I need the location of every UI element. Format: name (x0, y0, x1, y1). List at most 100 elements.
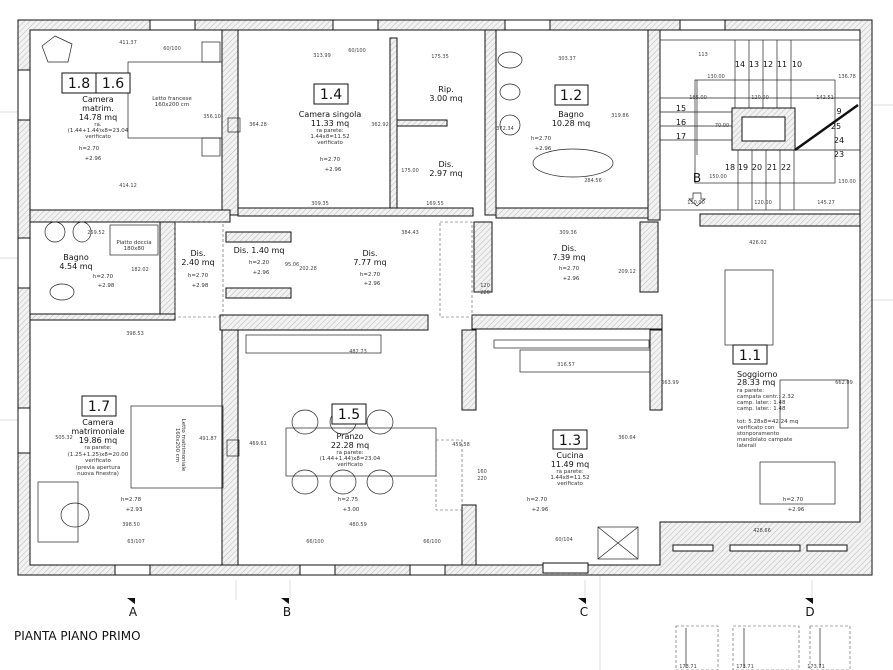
dimension: 662.09 (835, 380, 853, 386)
plan-title: PIANTA PIANO PRIMO (14, 629, 141, 643)
room-name: matrim. (82, 104, 114, 113)
shower-tray (109, 224, 159, 256)
room-name: Dis. 1.40 mq (234, 246, 285, 255)
room-number: 1.2 (560, 88, 582, 104)
room-number: 1.8 (68, 76, 90, 92)
room-note: 1.44x8=11.52 (550, 475, 589, 481)
room-1-4: 1.4 Camera singola 11.33 mq ra parete: 1… (299, 83, 361, 173)
step-number: 20 (752, 163, 762, 172)
room-height: h=2.70 (783, 497, 804, 503)
room-height: h=2.70 (79, 146, 100, 152)
windows[interactable] (17, 19, 848, 576)
dimension: 303.37 (558, 56, 576, 62)
dimension: 482.73 (349, 349, 367, 355)
room-bagno-4-54: Bagno 4.54 mq h=2.70 +2.98 Piatto doccia… (59, 240, 151, 289)
dimension: 220 (480, 290, 490, 296)
room-note: ra parete: (84, 445, 111, 451)
dimension: 173.71 (807, 664, 825, 670)
step-number: 12 (763, 60, 773, 69)
room-height: h=2.70 (531, 136, 552, 142)
dimension: 95.06 (285, 262, 299, 268)
dimension: 169.55 (426, 201, 444, 207)
room-area: 2.97 mq (429, 169, 462, 178)
room-disimpegno-7-39: Dis. 7.39 mq h=2.70 +2.96 (552, 244, 585, 282)
arrow-down-icon (688, 192, 706, 207)
interior-walls (29, 29, 861, 566)
room-note: mandolato campate (737, 437, 793, 443)
room-elevation: +2.96 (253, 270, 270, 276)
step-number: 13 (749, 60, 759, 69)
dimension: 480.59 (349, 522, 367, 528)
detail-boxes (675, 625, 851, 670)
living-table (759, 461, 836, 505)
room-area: 14.78 mq (79, 113, 117, 122)
room-note: verificato (337, 462, 363, 468)
reference-grid (0, 104, 893, 670)
shower-label: 180x80 (124, 246, 145, 252)
exterior-walls (17, 19, 873, 576)
room-name: Soggiorno (737, 370, 777, 379)
room-number: 1.7 (88, 399, 110, 415)
sofa (779, 379, 849, 429)
dimension: 309.35 (311, 201, 329, 207)
bed-label: Letto matrimoniale (180, 419, 186, 472)
dimension: 411.37 (119, 40, 137, 46)
shower-label: Piatto doccia (116, 240, 151, 246)
room-note: (1.44+1.44)x8=23.04 (68, 128, 129, 134)
room-area: 28.33 mq (737, 378, 775, 387)
dimension: 130.00 (838, 179, 856, 185)
dimension: 150.00 (687, 200, 705, 206)
dimension: 145.27 (817, 200, 835, 206)
room-note: ra. (94, 122, 102, 128)
step-number: 22 (781, 163, 791, 172)
dimension: 120 (480, 283, 490, 289)
step-number: 9 (836, 107, 841, 116)
step-number: 23 (834, 150, 844, 159)
dimension: 284.56 (584, 178, 602, 184)
room-number: 1.3 (559, 433, 581, 449)
dimension: 364.28 (249, 122, 267, 128)
room-note: verificato (317, 140, 343, 146)
room-name: Dis. (438, 160, 453, 169)
room-area: 4.54 mq (59, 262, 92, 271)
section-label-b: B (283, 605, 291, 619)
room-elevation: +2.93 (126, 507, 143, 513)
room-area: 7.39 mq (552, 253, 585, 262)
room-name: Camera (82, 418, 113, 427)
dimension: 173.71 (736, 664, 754, 670)
room-note: ra parete: (737, 388, 764, 394)
dimension: 313.99 (313, 53, 331, 59)
room-note: campata centr.: 2.32 (737, 394, 794, 400)
room-note: camp. later.: 1.48 (737, 400, 786, 406)
dimension: 63/107 (127, 539, 145, 545)
room-height: h=2.75 (338, 497, 359, 503)
dimension: 150.00 (709, 174, 727, 180)
room-1-1: 1.1 Soggiorno 28.33 mq ra parete: campat… (732, 344, 805, 513)
bathtub (532, 148, 614, 178)
bed-double (130, 405, 224, 489)
room-note: laterali (737, 443, 757, 449)
room-height: h=2.70 (320, 157, 341, 163)
dimension: 459.58 (452, 442, 470, 448)
room-elevation: +2.96 (532, 507, 549, 513)
section-markers: A B C D (127, 598, 815, 619)
desk (37, 481, 79, 543)
room-1-3: 1.3 Cucina 11.49 mq ra parete: 1.44x8=11… (527, 429, 590, 513)
chair (60, 502, 90, 528)
room-elevation: +2.96 (325, 167, 342, 173)
room-note: verificato con (737, 425, 775, 431)
room-note: (1.25+1.25)x8=20.00 (68, 452, 129, 458)
sink (499, 114, 521, 136)
dimension: 414.12 (119, 183, 137, 189)
dimension: 220 (477, 476, 487, 482)
dimension: 185.00 (689, 95, 707, 101)
room-disimpegno-2-97: Dis. 2.97 mq (429, 160, 462, 178)
step-number: 19 (738, 163, 748, 172)
dimension: 130.00 (707, 74, 725, 80)
bed-label: Letto francese (152, 96, 192, 102)
dimension: 505.32 (55, 435, 73, 441)
dimension: 360.64 (618, 435, 636, 441)
room-note: 1.44x8=11.52 (310, 134, 349, 140)
dimension: 316.57 (557, 362, 575, 368)
